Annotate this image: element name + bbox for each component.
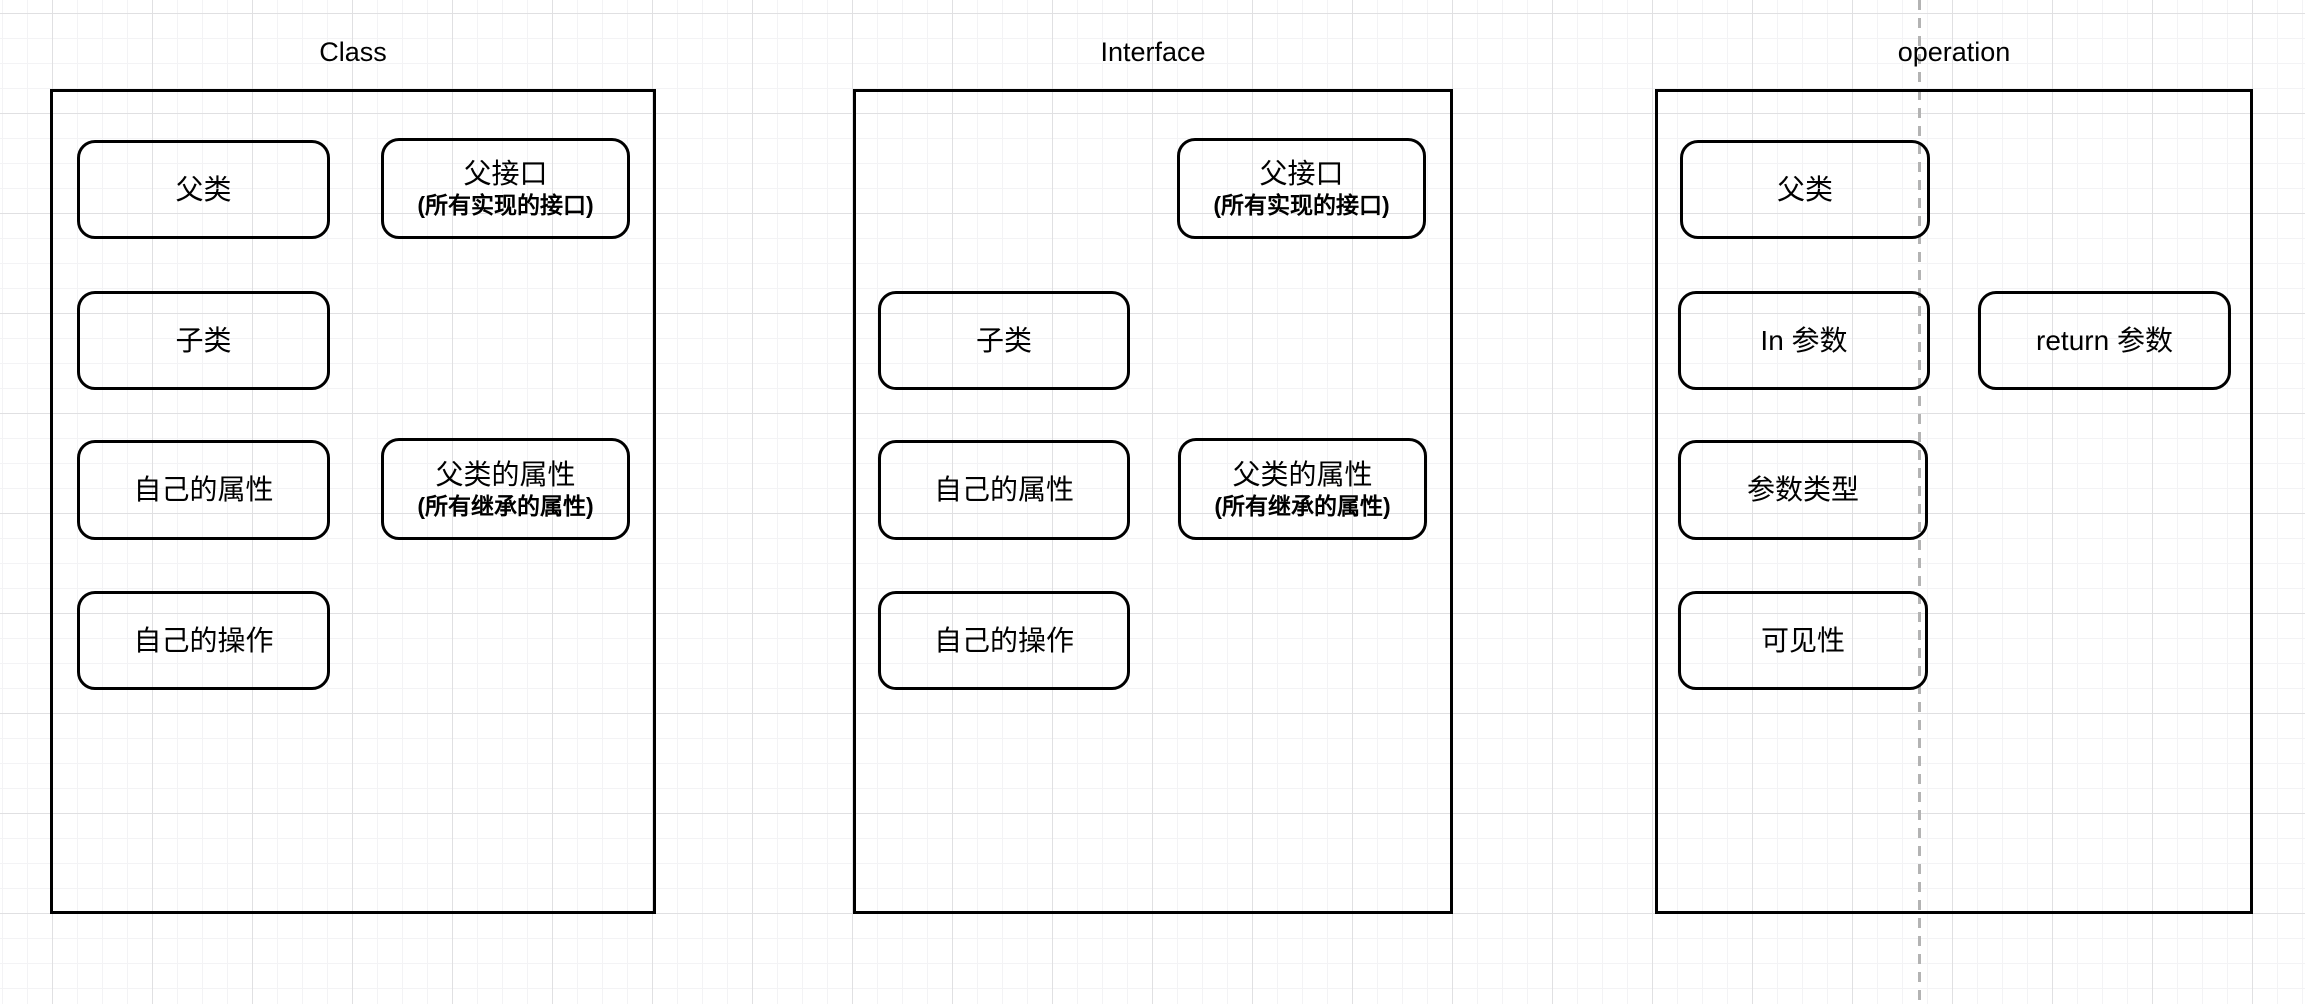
group-title-interface[interactable]: Interface [1100, 37, 1206, 67]
shape-sublabel: (所有实现的接口) [417, 192, 594, 218]
shape-label: 子类 [975, 324, 1032, 356]
shape-operation-parameter-type[interactable]: 参数类型 [1678, 440, 1928, 540]
shape-label: 父接口 [463, 158, 548, 189]
shape-label: 父类 [175, 173, 232, 205]
shape-interface-own-operations[interactable]: 自己的操作 [878, 591, 1130, 690]
shape-interface-parent-interface[interactable]: 父接口 (所有实现的接口) [1177, 138, 1426, 239]
shape-label: 父类 [1776, 173, 1833, 205]
shape-class-parent-interface[interactable]: 父接口 (所有实现的接口) [381, 138, 630, 239]
shape-sublabel: (所有继承的属性) [417, 492, 594, 519]
shape-class-subclass[interactable]: 子类 [77, 291, 330, 390]
shape-class-parent-attributes[interactable]: 父类的属性 (所有继承的属性) [381, 438, 630, 540]
shape-label: 自己的操作 [133, 624, 274, 656]
shape-operation-parent-class[interactable]: 父类 [1680, 140, 1930, 239]
shape-class-own-operations[interactable]: 自己的操作 [77, 591, 330, 690]
shape-operation-return-parameter[interactable]: return 参数 [1978, 291, 2231, 390]
shape-operation-in-parameter[interactable]: In 参数 [1678, 291, 1930, 390]
group-title-class[interactable]: Class [319, 37, 387, 67]
shape-label: In 参数 [1760, 324, 1848, 356]
shape-label: 父接口 [1259, 158, 1344, 189]
shape-label: 子类 [175, 324, 232, 356]
shape-label: 父类的属性 [435, 458, 576, 490]
shape-sublabel: (所有实现的接口) [1213, 192, 1390, 218]
page-boundary-guide-line [1918, 0, 1921, 1004]
group-frame-operation[interactable] [1655, 89, 2253, 914]
shape-sublabel: (所有继承的属性) [1214, 492, 1391, 519]
group-frame-interface[interactable] [853, 89, 1453, 914]
shape-label: 自己的属性 [133, 474, 274, 505]
shape-label: 自己的属性 [933, 474, 1074, 505]
shape-label: 可见性 [1760, 624, 1845, 656]
group-frame-class[interactable] [50, 89, 656, 914]
shape-label: return 参数 [2036, 324, 2173, 356]
shape-label: 父类的属性 [1232, 458, 1373, 490]
shape-operation-visibility[interactable]: 可见性 [1678, 591, 1928, 690]
shape-label: 自己的操作 [933, 624, 1074, 656]
shape-class-parent-class[interactable]: 父类 [77, 140, 330, 239]
shape-class-own-attributes[interactable]: 自己的属性 [77, 440, 330, 540]
group-title-operation[interactable]: operation [1897, 37, 2011, 67]
shape-interface-parent-attributes[interactable]: 父类的属性 (所有继承的属性) [1178, 438, 1427, 540]
shape-interface-own-attributes[interactable]: 自己的属性 [878, 440, 1130, 540]
shape-interface-subclass[interactable]: 子类 [878, 291, 1130, 390]
shape-label: 参数类型 [1746, 474, 1859, 505]
